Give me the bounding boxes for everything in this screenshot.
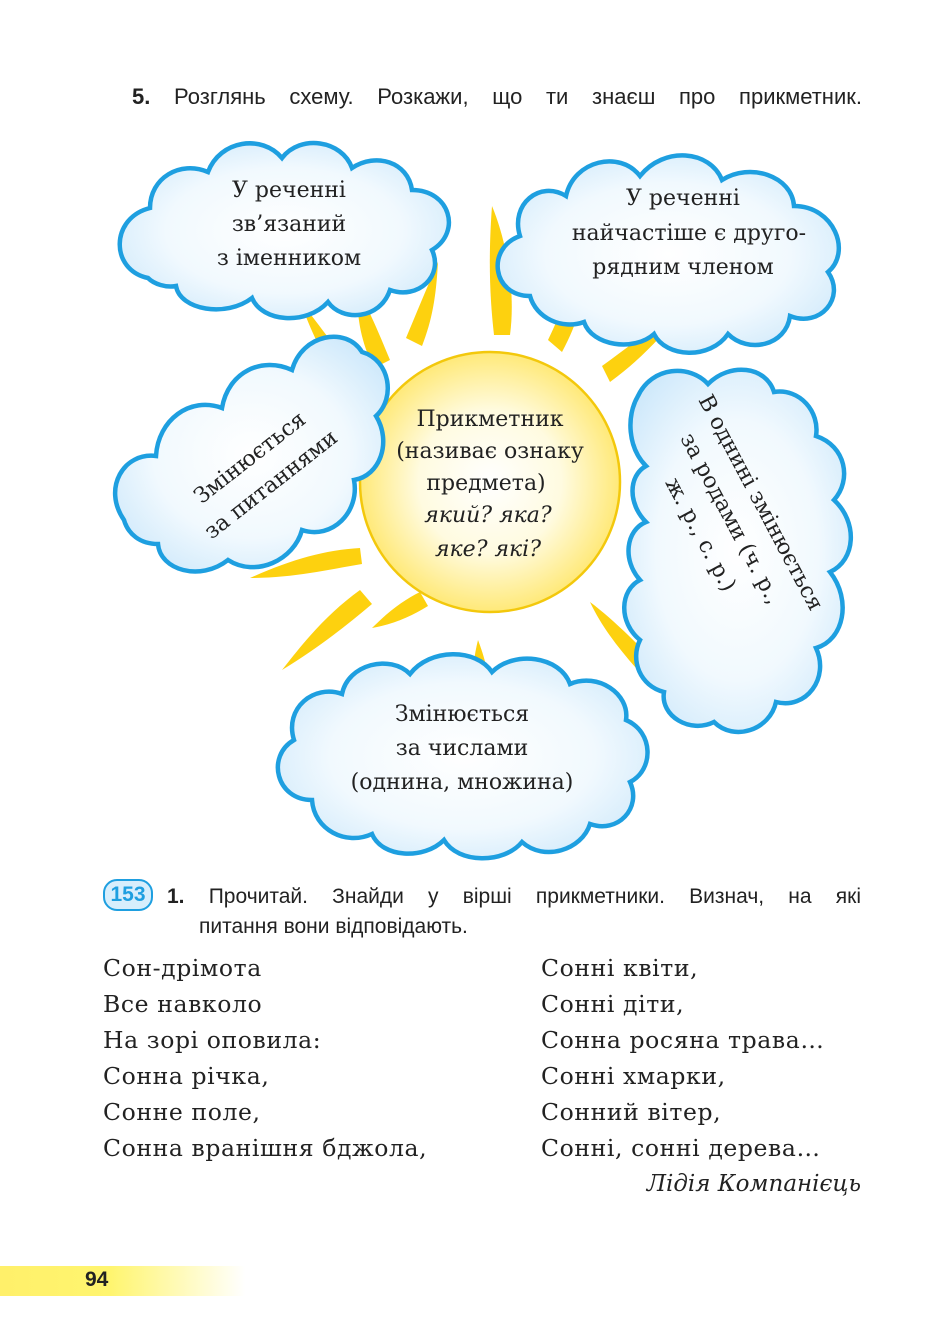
task-number: 5. xyxy=(132,84,151,109)
sun-ray xyxy=(372,592,428,628)
poem-right-column: Сонні квіти, Сонні діти, Сонна росяна тр… xyxy=(541,950,824,1166)
poem-line: Сонна вранішня бджола, xyxy=(103,1134,428,1162)
cloud-shape xyxy=(275,652,650,861)
center-line-5: яке? які? xyxy=(435,537,541,562)
center-line-4: який? яка? xyxy=(424,503,552,528)
cloud-1: У реченні зв’язаний з іменником xyxy=(117,140,452,321)
task-5-instruction: 5. Розглянь схему. Розкажи, що ти знаєш … xyxy=(132,84,862,110)
sun-ray xyxy=(282,590,372,670)
center-line-3: предмета) xyxy=(426,471,545,496)
sun-ray xyxy=(250,548,362,578)
poem-line: Сонне поле, xyxy=(103,1098,261,1126)
cloud-shape xyxy=(495,153,841,355)
cloud-shape xyxy=(622,367,853,735)
page-number: 94 xyxy=(85,1268,109,1291)
cloud-shape xyxy=(112,334,391,574)
cloud-5-line-3: (однина, множина) xyxy=(351,770,574,795)
task-text: Розглянь схему. Розкажи, що ти знаєш про… xyxy=(174,84,862,109)
poem-line: Сонна річка, xyxy=(103,1062,270,1090)
poem-line: Сонні діти, xyxy=(541,990,685,1018)
poem-line: Сонний вітер, xyxy=(541,1098,722,1126)
cloud-shape xyxy=(117,140,452,321)
cloud-5: Змінюється за числами (однина, множина) xyxy=(275,652,650,861)
cloud-1-line-3: з іменником xyxy=(217,246,361,271)
cloud-4: В однині змінюється за родами (ч. р., ж.… xyxy=(622,367,853,735)
poem-line: Сон-дрімота xyxy=(103,954,262,982)
cloud-3: Змінюється за питаннями xyxy=(112,334,391,574)
exercise-task-number: 1. xyxy=(167,885,185,908)
exercise-line-2: питання вони відповідають. xyxy=(199,915,468,938)
exercise-line-1-text: Прочитай. Знайди у вірші прикметники. Ви… xyxy=(208,885,861,908)
adjective-scheme: У реченні зв’язаний з іменником У реченн… xyxy=(112,140,853,861)
poem-line: На зорі оповила: xyxy=(103,1026,322,1054)
poem-line: Все навколо xyxy=(103,990,263,1018)
cloud-1-line-1: У реченні xyxy=(232,178,346,203)
cloud-1-line-2: зв’язаний xyxy=(232,212,346,237)
poem-left-column: Сон-дрімота Все навколо На зорі оповила:… xyxy=(103,950,427,1166)
cloud-5-line-2: за числами xyxy=(396,736,529,761)
center-line-2: (називає ознаку xyxy=(396,439,584,464)
sun-ray xyxy=(406,262,438,346)
center-line-1: Прикметник xyxy=(416,407,563,432)
page-number-bar xyxy=(0,1266,245,1296)
exercise-instruction: 1. Прочитай. Знайди у вірші прикметники.… xyxy=(167,882,861,942)
cloud-5-line-1: Змінюється xyxy=(395,702,529,727)
poem-line: Сонні хмарки, xyxy=(541,1062,726,1090)
poem-author: Лідія Компанієць xyxy=(646,1171,861,1197)
poem-line: Сонні, сонні дерева… xyxy=(541,1134,821,1162)
poem-line: Сонна росяна трава… xyxy=(541,1026,825,1054)
cloud-2-line-2: найчастіше є друго- xyxy=(572,221,806,246)
cloud-2: У реченні найчастіше є друго- рядним чле… xyxy=(495,153,841,355)
cloud-2-line-1: У реченні xyxy=(626,186,740,211)
sun-text: Прикметник (називає ознаку предмета) яки… xyxy=(396,407,584,562)
sun-core xyxy=(358,350,622,614)
poem-line: Сонні квіти, xyxy=(541,954,699,982)
cloud-2-line-3: рядним членом xyxy=(592,255,774,280)
exercise-number-badge: 153 xyxy=(103,879,153,911)
exercise-line-1: 1. Прочитай. Знайди у вірші прикметники.… xyxy=(167,882,861,912)
